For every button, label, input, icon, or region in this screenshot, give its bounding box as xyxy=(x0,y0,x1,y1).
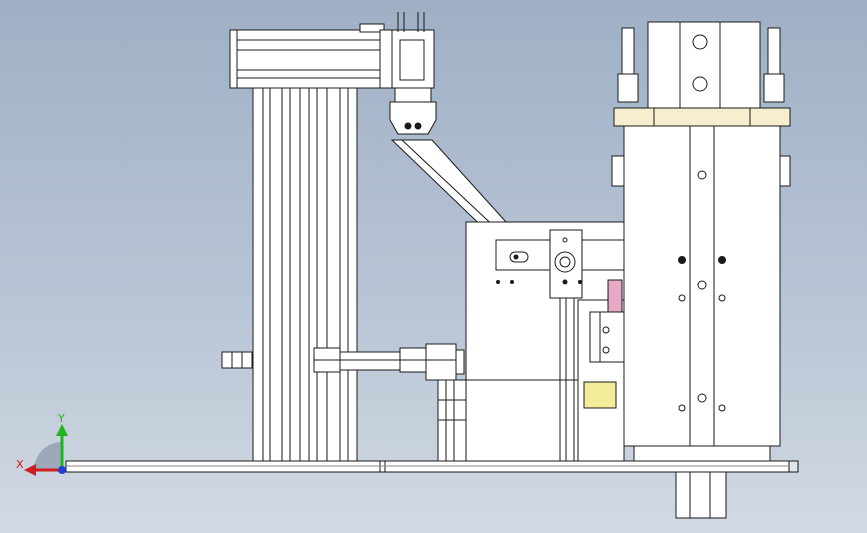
lower-horizontal-cylinder[interactable] xyxy=(221,343,465,381)
vertical-column[interactable] xyxy=(252,87,358,462)
bottom-motor-stub[interactable] xyxy=(675,471,727,519)
base-plate[interactable] xyxy=(65,460,799,473)
top-horizontal-cylinder[interactable] xyxy=(229,23,393,89)
bearing-block[interactable] xyxy=(549,229,583,299)
y-axis-label: Y xyxy=(57,412,65,425)
right-main-housing[interactable] xyxy=(611,125,791,462)
housing-top-cap[interactable] xyxy=(613,21,791,127)
small-slide-unit[interactable] xyxy=(589,311,625,363)
view-orientation-triad[interactable]: X Y xyxy=(12,410,82,482)
stop-post[interactable] xyxy=(437,379,467,462)
pink-sensor-block[interactable] xyxy=(607,279,623,313)
yellow-spacer-block[interactable] xyxy=(583,381,617,409)
x-axis-label: X xyxy=(16,458,24,471)
triad-quadrant xyxy=(34,442,62,470)
gripper-assembly[interactable] xyxy=(389,12,437,135)
z-axis-dot xyxy=(58,466,66,474)
